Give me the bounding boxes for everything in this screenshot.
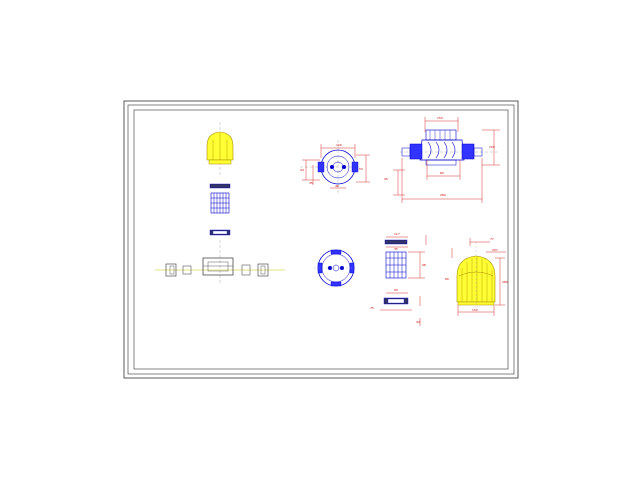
top-view-dimension-labels: 100 44 35 53 46	[300, 143, 363, 188]
cage-dimensions	[380, 235, 427, 326]
assembly-dimension-labels: 150 100 80 45 280	[384, 116, 495, 197]
dim-top-view-width: 100	[336, 143, 342, 147]
exploded-assembly-side-view	[155, 240, 285, 285]
dim-assembly-right: 100	[489, 145, 495, 149]
dim-assembly-bottom: 280	[440, 193, 446, 197]
dim-cage-bottom-3: 44	[416, 320, 420, 324]
dim-cage-side-2: 98	[422, 263, 426, 267]
dim-top-view-bottom: 46	[335, 184, 339, 188]
dim-cage-bottom-1: 60	[394, 288, 398, 292]
dim-dome-top-2: 207	[492, 248, 498, 252]
dim-dome-top-1: 77	[490, 237, 494, 241]
dim-cage-side-1: 35	[394, 247, 398, 251]
dim-dome-left: 80	[445, 277, 449, 281]
dim-assembly-mid: 80	[440, 171, 444, 175]
dim-assembly-top: 150	[437, 116, 443, 120]
dim-top-view-right: 53	[359, 167, 363, 171]
assembly-dimensions	[393, 117, 500, 203]
cage-part-set	[383, 239, 409, 305]
cage-dimension-labels: 117 35 98 60 75 44	[370, 232, 426, 324]
dim-dome-side: 280	[502, 280, 508, 284]
cage-part-left	[210, 192, 230, 214]
top-view-circular-part	[300, 140, 360, 195]
top-view-dimensions	[302, 144, 370, 189]
dome-dimensions	[451, 238, 506, 316]
round-gear-part	[314, 249, 358, 287]
assembly-side-view	[400, 129, 500, 166]
dim-cage-top: 117	[394, 232, 400, 236]
dim-top-view-left-2: 35	[309, 181, 313, 185]
dome-cap-part-left	[206, 122, 234, 176]
dim-assembly-left: 45	[384, 177, 388, 181]
base-plate-part-left	[209, 229, 231, 236]
drawing-frame	[123, 100, 519, 379]
dim-dome-bottom: 150	[472, 308, 478, 312]
dim-top-view-left-1: 44	[300, 168, 304, 172]
washer-part-left	[209, 183, 231, 189]
domed-cage-elevation	[456, 242, 496, 310]
dome-dimension-labels: 77 207 280 80 150	[445, 237, 508, 312]
dim-cage-bottom-2: 75	[370, 306, 374, 310]
